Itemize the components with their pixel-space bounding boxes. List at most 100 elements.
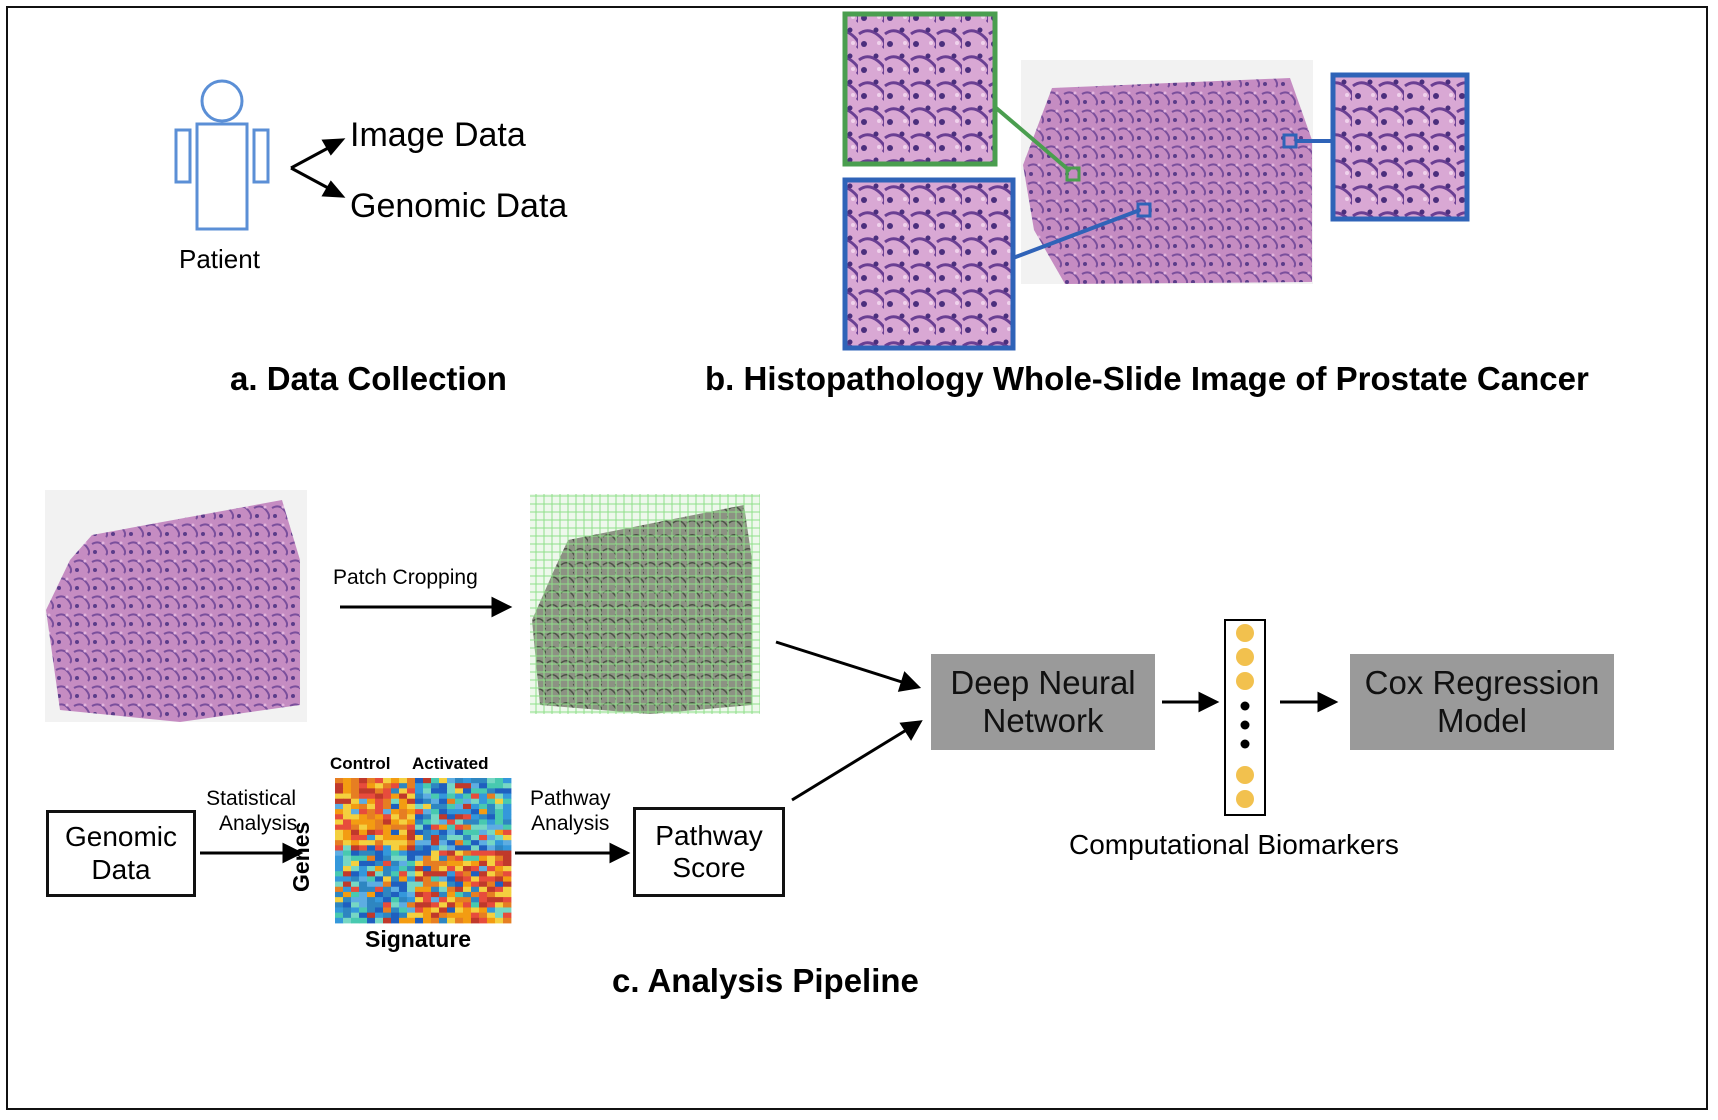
heatmap-cell — [351, 824, 360, 831]
heatmap-cell — [375, 824, 384, 831]
heatmap-cell — [335, 866, 344, 872]
heatmap-cell — [471, 881, 480, 888]
heatmap-cell — [495, 897, 504, 903]
heatmap-cell — [463, 912, 472, 919]
heatmap-cell — [399, 840, 408, 846]
heatmap-cell — [415, 824, 424, 831]
cox-line1: Cox Regression — [1364, 664, 1600, 702]
heatmap-cell — [431, 819, 440, 826]
heatmap-cell — [359, 840, 368, 846]
heatmap-cell — [455, 778, 464, 784]
heatmap-cell — [407, 876, 416, 882]
heatmap-cell — [471, 798, 480, 805]
heatmap-cell — [495, 788, 504, 794]
heatmap-cell — [335, 871, 344, 877]
heatmap-cell — [375, 819, 384, 826]
heatmap-cell — [335, 824, 344, 831]
heatmap-cell — [359, 803, 368, 810]
heatmap-cell — [503, 886, 512, 893]
heatmap-cell — [487, 850, 496, 857]
heatmap-cell — [351, 907, 360, 914]
heatmap-cell — [447, 876, 456, 882]
heatmap-cell — [359, 829, 368, 836]
heatmap-cell — [343, 917, 352, 924]
heatmap-cell — [463, 783, 472, 789]
heatmap-cell — [495, 860, 504, 867]
heatmap-control-label: Control — [330, 754, 391, 773]
statistical-analysis-line1: Statistical — [206, 787, 297, 810]
heatmap-cell — [351, 860, 360, 867]
heatmap-cell — [375, 891, 384, 898]
heatmap-cell — [439, 809, 448, 815]
heatmap-cell — [503, 845, 512, 851]
heatmap-signature-label: Signature — [365, 926, 472, 952]
heatmap-cell — [487, 886, 496, 893]
heatmap-cell — [439, 907, 448, 914]
heatmap-cell — [335, 881, 344, 888]
heatmap-cell — [367, 793, 376, 800]
heatmap-cell — [463, 917, 472, 924]
heatmap-cell — [455, 886, 464, 893]
heatmap-cell — [455, 912, 464, 919]
heatmap-cell — [471, 829, 480, 836]
heatmap-cell — [447, 891, 456, 898]
heatmap-cell — [367, 788, 376, 794]
heatmap-cell — [487, 788, 496, 794]
heatmap-cell — [455, 902, 464, 908]
heatmap-cell — [335, 876, 344, 882]
patched-wsi — [530, 494, 760, 714]
heatmap-cell — [455, 845, 464, 851]
blue-inset-patch-right — [1330, 72, 1470, 222]
heatmap-cell — [463, 819, 472, 826]
heatmap-cell — [463, 886, 472, 893]
heatmap-cell — [423, 886, 432, 893]
heatmap-cell — [391, 834, 400, 841]
heatmap-cell — [383, 788, 392, 794]
heatmap-cell — [375, 783, 384, 789]
heatmap-cell — [423, 834, 432, 841]
deep-neural-network-box: Deep Neural Network — [931, 654, 1155, 750]
heatmap-cell — [351, 845, 360, 851]
heatmap-cell — [439, 876, 448, 882]
heatmap-cell — [407, 803, 416, 810]
heatmap-cell — [447, 814, 456, 820]
panel-b-title: b. Histopathology Whole-Slide Image of P… — [705, 360, 1589, 397]
heatmap-cell — [455, 860, 464, 867]
heatmap-cell — [471, 814, 480, 820]
heatmap-cell — [351, 829, 360, 836]
heatmap-cell — [431, 897, 440, 903]
heatmap-cell — [399, 855, 408, 862]
heatmap-cell — [495, 803, 504, 810]
heatmap-cell — [359, 824, 368, 831]
heatmap-cell — [383, 855, 392, 862]
heatmap-cell — [335, 814, 344, 820]
heatmap-cell — [471, 809, 480, 815]
heatmap-cell — [463, 907, 472, 914]
heatmap-cell — [399, 809, 408, 815]
heatmap-cell — [399, 912, 408, 919]
heatmap-cell — [335, 902, 344, 908]
heatmap-cell — [391, 881, 400, 888]
heatmap-cell — [431, 829, 440, 836]
heatmap-cell — [399, 834, 408, 841]
heatmap-cell — [415, 829, 424, 836]
heatmap-cell — [399, 866, 408, 872]
heatmap-cell — [503, 834, 512, 841]
heatmap-cell — [375, 829, 384, 836]
heatmap-cell — [343, 824, 352, 831]
heatmap-cell — [391, 876, 400, 882]
heatmap-cell — [487, 907, 496, 914]
heatmap-cell — [439, 855, 448, 862]
heatmap-cell — [487, 778, 496, 784]
heatmap-cell — [463, 824, 472, 831]
heatmap-cell — [423, 824, 432, 831]
heatmap-cell — [407, 912, 416, 919]
heatmap-cell — [359, 860, 368, 867]
heatmap-cell — [351, 917, 360, 924]
heatmap-cell — [423, 829, 432, 836]
heatmap-cell — [495, 814, 504, 820]
heatmap-cell — [455, 824, 464, 831]
heatmap-cell — [471, 866, 480, 872]
heatmap-cell — [407, 855, 416, 862]
heatmap-cell — [439, 829, 448, 836]
